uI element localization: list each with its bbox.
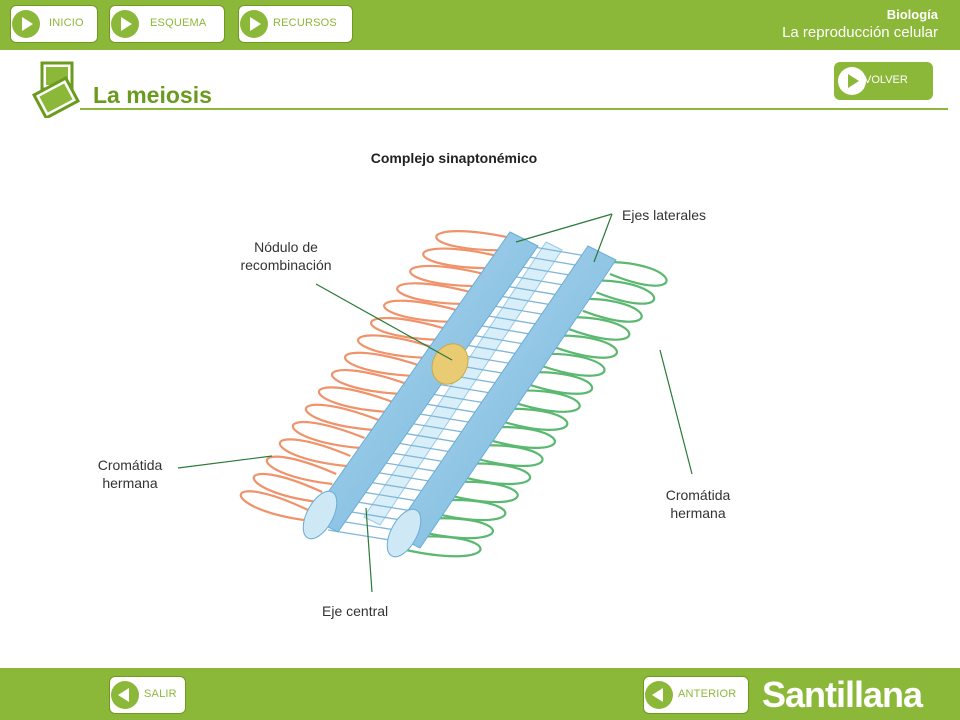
inicio-button[interactable]: INICIO	[10, 5, 98, 43]
green-loop	[537, 352, 606, 377]
inicio-label: INICIO	[49, 17, 84, 29]
orange-loop	[409, 264, 493, 288]
recombination-node-label-line1: Nódulo de	[254, 239, 318, 255]
orange-loop	[435, 230, 521, 252]
green-loop	[510, 389, 581, 413]
lateral-axes-label: Ejes laterales	[622, 207, 707, 223]
salir-label: SALIR	[144, 688, 177, 700]
green-chromatid-loops	[401, 260, 668, 558]
anterior-button[interactable]: ANTERIOR	[643, 676, 749, 714]
recursos-button[interactable]: RECURSOS	[238, 5, 353, 43]
central-axis-label: Eje central	[322, 603, 389, 619]
play-icon	[12, 10, 40, 38]
orange-loop	[356, 334, 436, 360]
orange-loop	[252, 472, 323, 504]
left-chromatid-label-line2: hermana	[102, 475, 158, 491]
right-lateral-axis	[391, 245, 617, 549]
esquema-label: ESQUEMA	[150, 17, 207, 29]
left-lateral-axis	[309, 231, 539, 533]
santillana-logo: Santillana	[762, 674, 923, 715]
play-icon	[838, 67, 866, 95]
orange-loop	[278, 438, 351, 468]
orange-loop	[265, 455, 337, 486]
orange-loop	[317, 386, 394, 414]
right-chromatid-label-line2: hermana	[670, 505, 726, 521]
green-loop	[578, 297, 643, 323]
volver-label: VOLVER	[864, 74, 908, 86]
play-icon	[111, 10, 139, 38]
volver-button[interactable]: VOLVER	[834, 62, 933, 100]
subject-header: Biología La reproducción celular	[782, 7, 938, 42]
green-loop	[497, 407, 569, 431]
play-icon	[240, 10, 268, 38]
orange-loop	[304, 403, 380, 432]
salir-button[interactable]: SALIR	[109, 676, 186, 714]
recursos-label: RECURSOS	[273, 17, 337, 29]
subject-name: Biología	[886, 7, 938, 22]
orange-chromatid-loops	[239, 230, 521, 522]
back-arrow-icon	[111, 681, 139, 709]
green-loop	[565, 316, 631, 341]
diagram-title: Complejo sinaptonémico	[370, 150, 538, 166]
orange-loop	[291, 420, 365, 450]
leader-lines	[177, 213, 693, 593]
green-loop	[551, 334, 618, 359]
anterior-label: ANTERIOR	[678, 688, 737, 700]
orange-loop	[383, 299, 464, 324]
recombination-node-label-line2: recombinación	[240, 257, 332, 273]
right-chromatid-label-line1: Cromátida	[665, 487, 731, 503]
subject-topic: La reproducción celular	[782, 24, 938, 41]
green-loop	[592, 279, 656, 305]
left-chromatid-label-line1: Cromátida	[97, 457, 163, 473]
orange-loop	[422, 247, 507, 270]
orange-loop	[343, 351, 422, 378]
green-loop	[524, 371, 594, 395]
orange-loop	[396, 282, 478, 306]
green-loop	[483, 425, 556, 449]
esquema-button[interactable]: ESQUEMA	[109, 5, 225, 43]
back-arrow-icon	[645, 681, 673, 709]
left-chromatid-label: Cromátida hermana	[80, 456, 180, 492]
page-title: La meiosis	[93, 82, 212, 108]
green-loop	[401, 535, 482, 558]
orange-loop	[239, 490, 309, 522]
left-axis-end	[302, 490, 338, 540]
page-logo-icon	[32, 61, 81, 118]
green-loop	[605, 260, 668, 287]
recombination-node-label: Nódulo de recombinación	[226, 238, 346, 274]
right-chromatid-label: Cromátida hermana	[648, 486, 748, 522]
title-underline	[80, 108, 948, 110]
orange-loop	[330, 369, 408, 396]
right-axis-end	[386, 508, 422, 558]
